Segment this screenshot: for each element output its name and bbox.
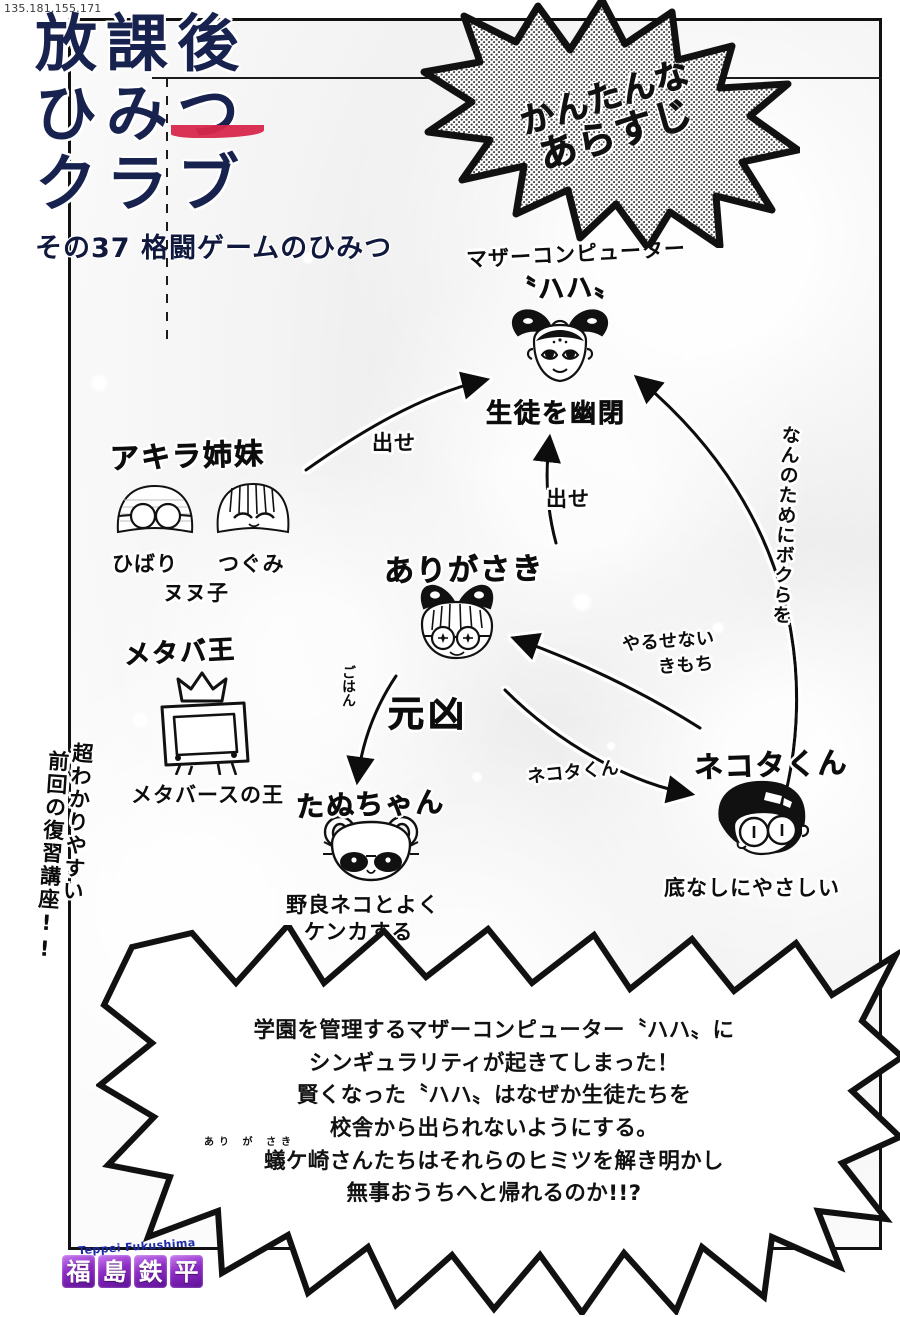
nekota-face-icon — [706, 778, 816, 868]
sparkle-dot — [301, 251, 315, 265]
sparkle-dot — [131, 711, 149, 729]
sisters-group-label: アキラ姉妹 — [109, 436, 266, 476]
arrow-label-arigasaki-to-mother: 出せ — [546, 487, 590, 511]
hibari-name-label: ひばり — [112, 552, 178, 576]
sparkle-dot — [571, 591, 593, 613]
synopsis-line-4: 校舎から出られないようにする。 — [329, 1116, 659, 1142]
starburst-shape-icon — [420, 0, 802, 252]
arrow-label-sisters-to-mother: 出せ — [372, 431, 416, 455]
hibari-face-icon — [112, 480, 198, 546]
synopsis-line-6: 無事おうちへと帰れるのか!!? — [346, 1181, 642, 1207]
nekota-label: ネコタくん — [693, 745, 850, 785]
tanu-face-icon — [318, 812, 424, 890]
arigasaki-caption: 元凶 — [387, 694, 469, 736]
author-kanji-char: 島 — [98, 1255, 131, 1288]
synopsis-balloon-shape-icon — [94, 920, 900, 1317]
synopsis-line-2: シンギュラリティが起きてしまった！ — [308, 1050, 680, 1076]
author-kanji-char: 福 — [62, 1255, 95, 1288]
synopsis-text-block: 学園を管理するマザーコンピューター〝ハハ〟に シンギュラリティが起きてしまった！… — [174, 1015, 814, 1211]
author-kanji-name: 福 島 鉄 平 — [62, 1255, 203, 1288]
mother-computer-name: 〝ハハ〟 — [509, 272, 623, 307]
arigasaki-label: ありがさき — [383, 551, 545, 590]
synopsis-starburst-badge: かんたんな あらすじ — [420, 0, 802, 252]
tanu-label: たぬちゃん — [295, 785, 446, 824]
title-dashed-line — [166, 78, 168, 344]
mother-computer-face-icon — [500, 305, 620, 404]
nunuko-name-label: ヌヌ子 — [163, 581, 229, 605]
author-signature: Teppei Fukushima 福 島 鉄 平 — [62, 1236, 203, 1288]
sparkle-dot — [89, 373, 109, 393]
arrow-label-nekota-to-arigasaki-line2: きもち — [657, 653, 715, 678]
author-kanji-char: 平 — [170, 1255, 203, 1288]
sparkle-dot — [606, 741, 616, 751]
tsugumi-face-icon — [210, 478, 296, 546]
metaverse-king-tv-icon — [148, 665, 258, 779]
ip-address-stamp: 135.181.155.171 — [4, 2, 102, 15]
nekota-caption: 底なしにやさしい — [664, 876, 840, 900]
synopsis-line-1: 学園を管理するマザーコンピューター〝ハハ〟に — [253, 1018, 735, 1043]
metaverse-king-label: メタバ王 — [123, 635, 237, 672]
synopsis-line-3: 賢くなった〝ハハ〟はなぜか生徒たちを — [296, 1083, 692, 1109]
synopsis-line-5: 蟻ケ崎さんたちはそれらのヒミツを解き明かし — [264, 1148, 724, 1174]
tanu-caption-line-1: 野良ネコとよく — [286, 893, 440, 917]
mother-computer-caption: 生徒を幽閉 — [486, 399, 627, 430]
arigasaki-face-icon — [402, 578, 512, 678]
arrow-label-arigasaki-to-tanu: ごはん — [340, 665, 356, 707]
author-kanji-char: 鉄 — [134, 1255, 167, 1288]
synopsis-balloon: 学園を管理するマザーコンピューター〝ハハ〟に シンギュラリティが起きてしまった！… — [94, 920, 900, 1317]
synopsis-ruby-furigana: あり が さき — [204, 1136, 296, 1148]
sparkle-dot — [471, 771, 483, 783]
metaverse-king-caption: メタバースの王 — [131, 783, 284, 807]
sparkle-dot — [681, 351, 691, 361]
tsugumi-name-label: つぐみ — [218, 552, 285, 576]
